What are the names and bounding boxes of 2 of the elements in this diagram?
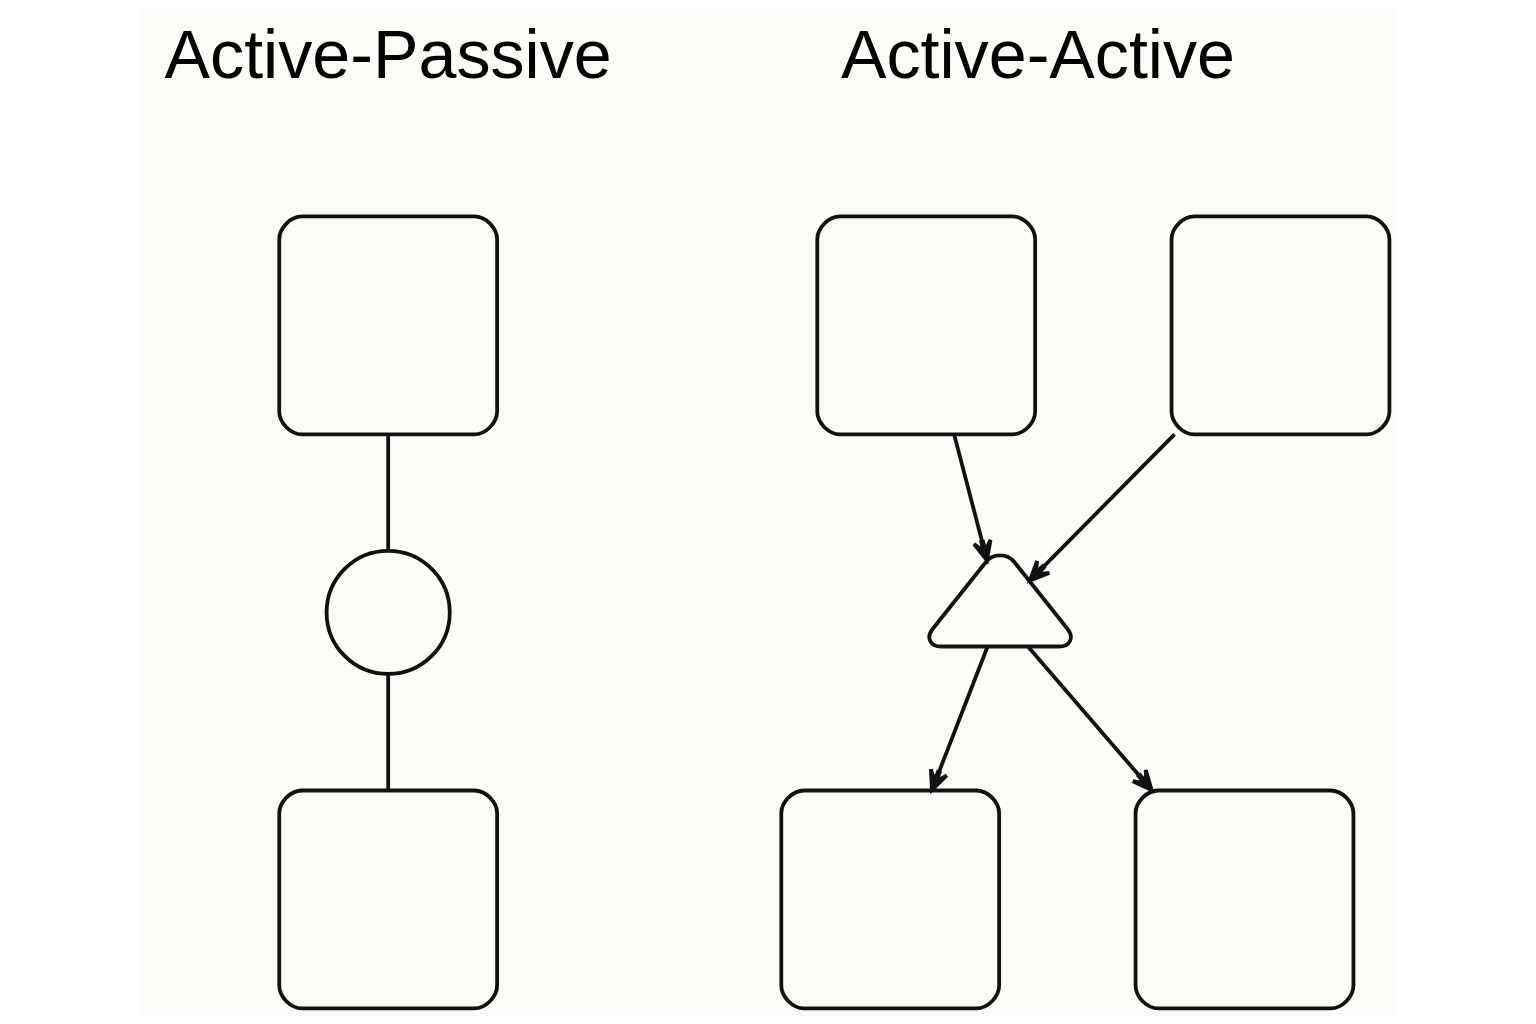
label: Active-Passive: [164, 15, 612, 92]
label: Active-Active: [840, 15, 1235, 92]
